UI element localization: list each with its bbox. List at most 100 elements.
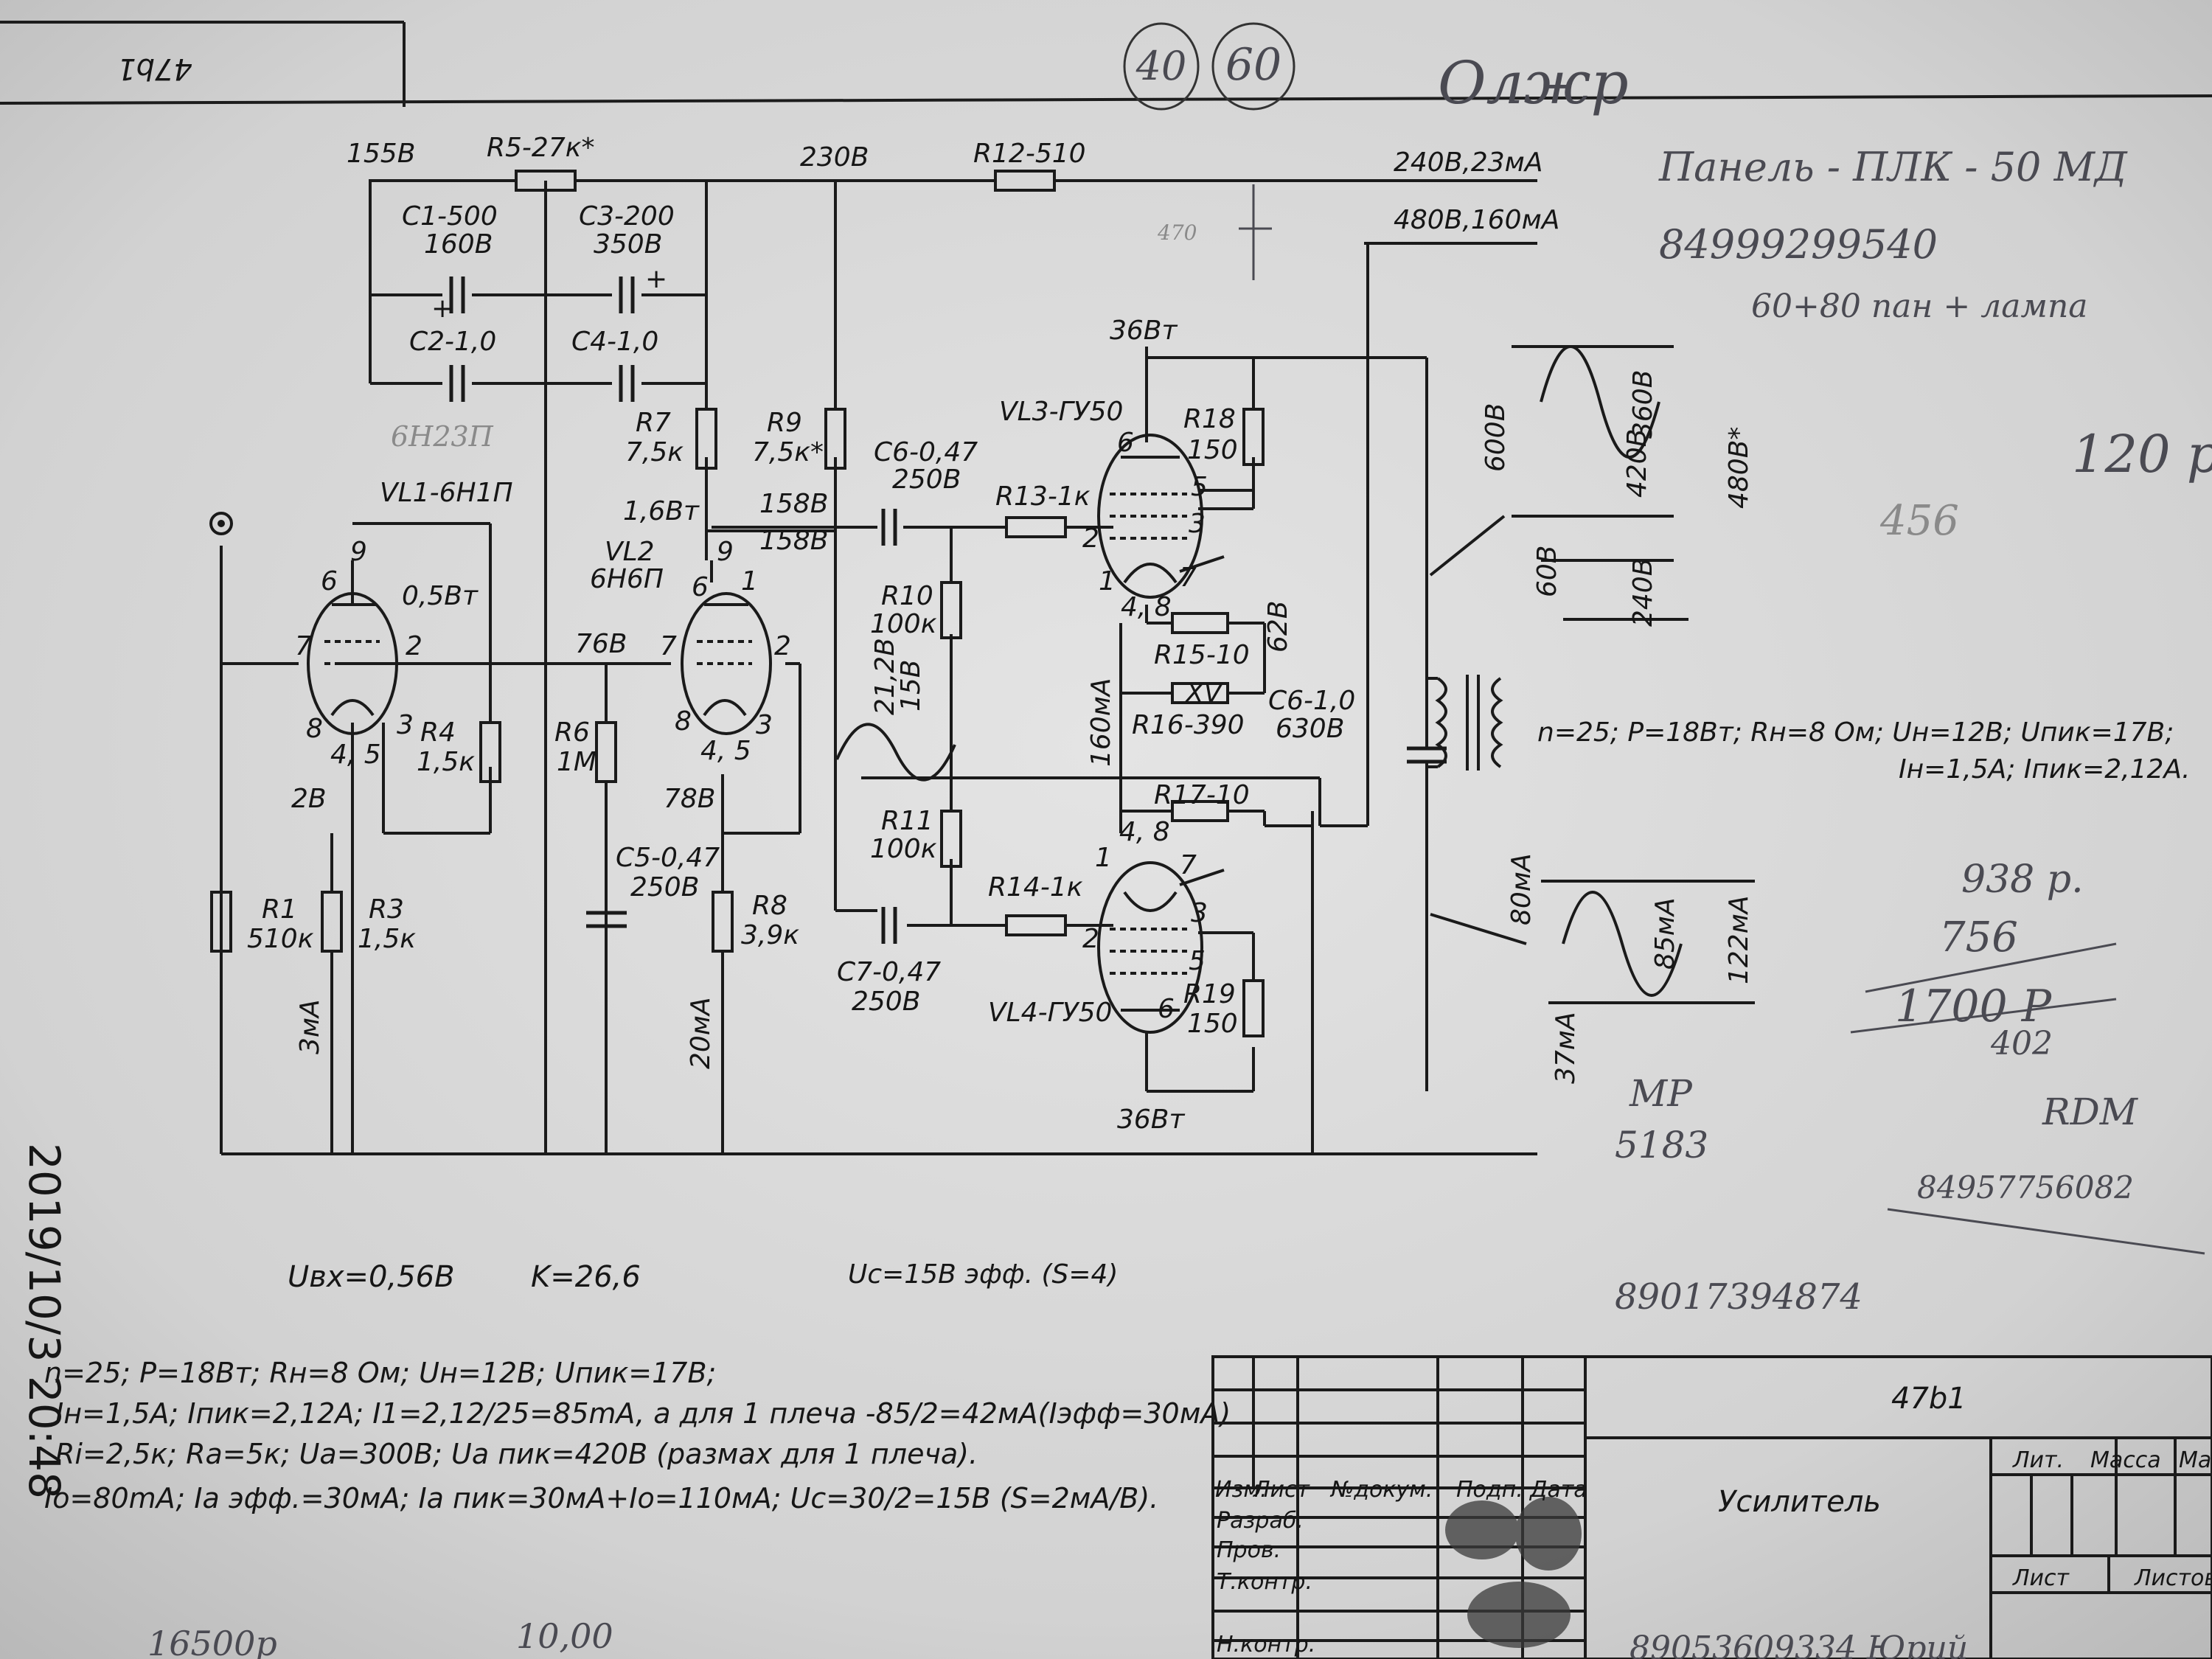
r7-resistor	[695, 408, 717, 470]
svg-text:3: 3	[397, 710, 414, 740]
svg-text:C5-0,47: C5-0,47	[616, 843, 720, 873]
circled-number-1: 40	[1135, 43, 1187, 89]
svg-text:Io=80mA; Ia эфф.=30мА; Ia пи: Io=80mA; Ia эфф.=30мА; Ia пик=30мА+Io=11…	[44, 1482, 1158, 1514]
r15-resistor	[1171, 612, 1229, 634]
svg-text:21,2В: 21,2В	[870, 638, 900, 715]
svg-text:Изм.: Изм.	[1215, 1477, 1267, 1503]
cap-labels: C1-500 160В C3-200 350В C2-1,0 C4-1,0 C6…	[402, 201, 1355, 1017]
r12-label: R12-510	[973, 139, 1086, 169]
svg-text:R7: R7	[636, 408, 671, 438]
svg-text:Лит.: Лит.	[2012, 1447, 2064, 1473]
svg-text:62В: 62В	[1263, 600, 1293, 653]
svg-text:37мА: 37мА	[1551, 1012, 1581, 1084]
svg-text:100к: 100к	[870, 609, 937, 639]
svg-text:4, 5: 4, 5	[330, 740, 381, 770]
svg-text:4, 8: 4, 8	[1121, 592, 1172, 622]
svg-text:1,5к: 1,5к	[417, 747, 475, 777]
svg-text:Подп.: Подп.	[1456, 1477, 1523, 1503]
r4-resistor	[479, 721, 501, 783]
svg-text:Лист: Лист	[1253, 1477, 1311, 1503]
transformer-note-2: Iн=1,5А; Iпик=2,12А.	[1899, 754, 2190, 785]
title-block-smudges	[1445, 1497, 1582, 1648]
svg-text:R18: R18	[1183, 404, 1236, 434]
circled-number-2: 60	[1225, 39, 1281, 91]
corner-code: 47b1	[117, 52, 192, 86]
svg-text:480В*: 480В*	[1724, 427, 1754, 509]
svg-text:10,00: 10,00	[516, 1616, 613, 1656]
svg-text:Панель - ПЛК - 50 МД: Панель - ПЛК - 50 МД	[1658, 144, 2128, 190]
svg-text:0,5Вт: 0,5Вт	[402, 581, 479, 611]
svg-text:15В: 15В	[896, 659, 926, 712]
svg-text:84957756082: 84957756082	[1917, 1169, 2134, 1206]
svg-text:2В: 2В	[291, 784, 327, 814]
vl1-tube	[307, 560, 398, 735]
svg-text:630В: 630В	[1276, 714, 1344, 744]
svg-text:6Н23П: 6Н23П	[391, 420, 494, 453]
svg-text:78В: 78В	[664, 784, 716, 814]
rail-labels: 155В R5-27к* 230В R12-510 240В,23мА 480В…	[347, 133, 1559, 235]
svg-text:160В: 160В	[424, 229, 493, 260]
anode-voltage-waveform	[1429, 345, 1688, 621]
svg-text:1: 1	[741, 566, 758, 597]
r9-resistor	[824, 408, 846, 470]
svg-text:9: 9	[717, 537, 734, 567]
svg-text:456: 456	[1879, 497, 1959, 545]
svg-text:C3-200: C3-200	[579, 201, 675, 232]
svg-text:R10: R10	[881, 581, 933, 611]
r10-resistor	[940, 581, 962, 639]
svg-text:1: 1	[1099, 566, 1116, 597]
svg-text:3: 3	[756, 710, 773, 740]
svg-text:XV: XV	[1184, 678, 1224, 709]
gain: K=26,6	[531, 1260, 641, 1294]
svg-text:C7-0,47: C7-0,47	[837, 957, 941, 987]
svg-text:8: 8	[306, 714, 323, 744]
svg-text:420В: 420В	[1622, 429, 1652, 498]
svg-text:C6-1,0: C6-1,0	[1268, 686, 1355, 716]
design-notes: n=25; P=18Вт; Rн=8 Ом; Uн=12В; Uпик=17В;…	[44, 1357, 1231, 1514]
svg-text:3: 3	[1191, 898, 1208, 928]
svg-text:250В: 250В	[892, 465, 961, 495]
svg-text:150: 150	[1187, 1009, 1238, 1039]
svg-text:Разраб.: Разраб.	[1217, 1508, 1304, 1534]
svg-text:R8: R8	[752, 891, 787, 921]
svg-text:2: 2	[406, 631, 422, 661]
svg-text:Н.контр.: Н.контр.	[1217, 1632, 1315, 1658]
svg-text:8: 8	[675, 706, 692, 737]
resistors	[210, 170, 1265, 1037]
svg-text:756: 756	[1939, 914, 2018, 961]
svg-text:R1: R1	[262, 894, 297, 925]
svg-text:938 р.: 938 р.	[1961, 858, 2084, 902]
svg-text:20мА: 20мА	[686, 997, 716, 1069]
svg-text:7,5к*: 7,5к*	[752, 437, 824, 467]
svg-text:R3: R3	[369, 894, 404, 925]
r3-resistor	[321, 891, 343, 953]
anode-current-waveform	[1430, 880, 1755, 1004]
r17-resistor	[1171, 800, 1229, 822]
svg-text:250В: 250В	[630, 872, 699, 902]
svg-text:350В: 350В	[594, 229, 662, 260]
svg-text:470: 470	[1157, 220, 1197, 245]
svg-text:76В: 76В	[575, 629, 627, 659]
waveform-labels: 600В 360В 420В 480В* 60В 240В 80мА 85мА …	[1481, 370, 1754, 1084]
grid-waveform	[835, 723, 956, 782]
handwritten-notes: Олжр Панель - ПЛК - 50 МД 84999299540 60…	[147, 49, 2212, 1659]
svg-text:2: 2	[1082, 524, 1099, 554]
svg-text:C1-500: C1-500	[402, 201, 498, 232]
svg-text:Iн=1,5А; Iпик=2,12А; I1=2,12: Iн=1,5А; Iпик=2,12А; I1=2,12/25=85mA, а …	[55, 1397, 1231, 1430]
svg-text:C4-1,0: C4-1,0	[571, 327, 658, 357]
svg-text:2: 2	[774, 631, 791, 661]
svg-text:№докум.: №докум.	[1329, 1477, 1433, 1503]
svg-text:3мА: 3мА	[295, 999, 325, 1054]
svg-text:VL2: VL2	[605, 537, 655, 567]
svg-text:36Вт: 36Вт	[1110, 316, 1178, 346]
svg-text:4, 8: 4, 8	[1119, 817, 1170, 847]
svg-text:R15-10: R15-10	[1154, 640, 1250, 670]
svg-text:+: +	[645, 264, 667, 294]
svg-text:RDM: RDM	[2042, 1091, 2139, 1133]
svg-text:7,5к: 7,5к	[625, 437, 684, 467]
svg-text:7: 7	[660, 631, 677, 661]
svg-text:1: 1	[1095, 843, 1112, 873]
svg-text:6: 6	[1158, 994, 1175, 1024]
svg-text:Листов: Листов	[2134, 1565, 2212, 1591]
